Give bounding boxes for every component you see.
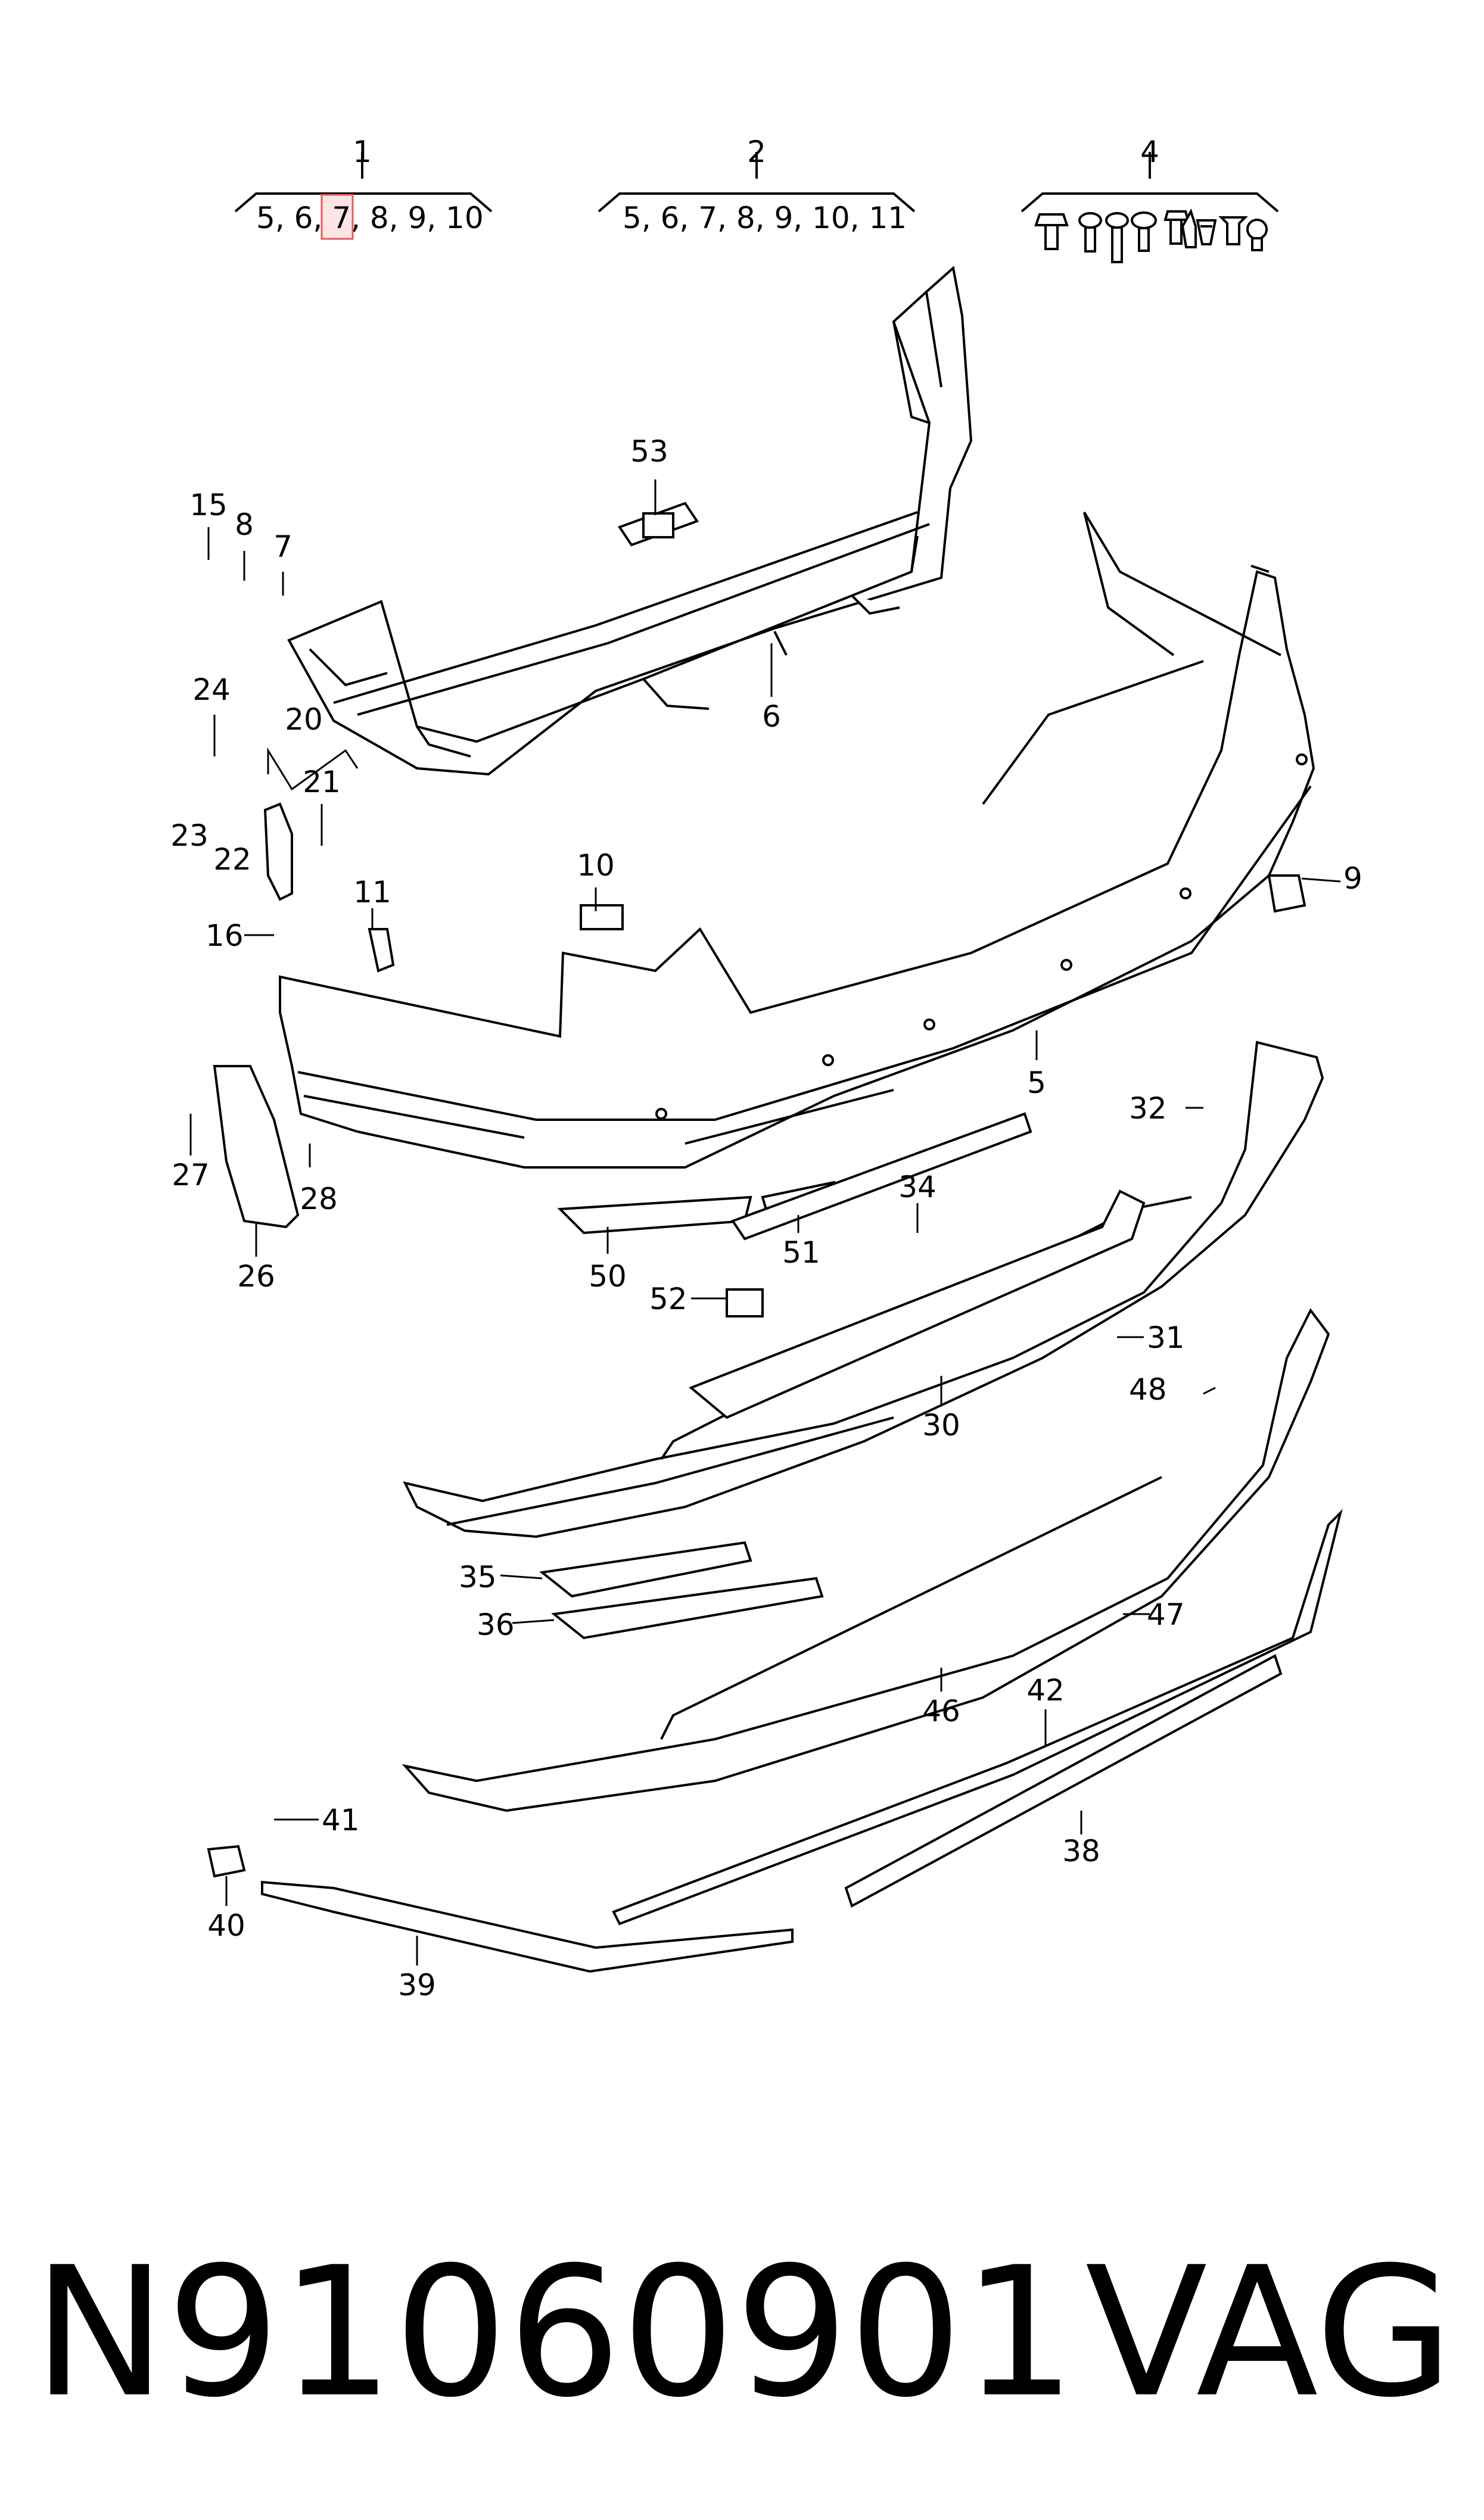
callout-32: 32	[1129, 1091, 1167, 1126]
side-brackets-drawing	[207, 802, 1306, 1878]
callout-34: 34	[898, 1170, 937, 1204]
callout-21: 21	[303, 765, 341, 799]
callout-31: 31	[1147, 1320, 1185, 1355]
callout-11: 11	[353, 875, 391, 909]
part-number: N91060901	[33, 2229, 1076, 2437]
callout-8: 8	[235, 507, 254, 542]
callout-40: 40	[207, 1908, 245, 1943]
callout-42: 42	[1026, 1673, 1065, 1708]
group-1-items: 5, 6, 7, 8, 9, 10	[256, 201, 484, 235]
callout-51: 51	[782, 1235, 820, 1270]
leader-lines	[189, 479, 1341, 1965]
diffuser-upper-drawing	[403, 1041, 1324, 1538]
callout-41: 41	[322, 1803, 360, 1837]
diffuser-lower-drawing	[402, 1308, 1330, 1812]
callout-27: 27	[172, 1158, 210, 1192]
callout-48: 48	[1129, 1372, 1167, 1407]
rivet-icon	[1181, 208, 1197, 248]
trim-strips-drawing	[261, 1509, 1343, 1973]
callout-47: 47	[1147, 1597, 1185, 1632]
tree-clip-icon	[1218, 216, 1248, 245]
callout-39: 39	[398, 1968, 436, 2002]
flange-bolt-icon	[1034, 213, 1069, 250]
callout-10: 10	[577, 848, 615, 883]
callout-26: 26	[237, 1259, 275, 1294]
callout-16: 16	[206, 918, 244, 953]
callout-50: 50	[589, 1259, 627, 1294]
highlight-box	[321, 194, 354, 240]
callout-30: 30	[922, 1408, 960, 1443]
group-4-title: 4	[1140, 135, 1159, 169]
nut-clip-icon	[1246, 219, 1268, 251]
callout-28: 28	[300, 1182, 338, 1216]
callout-35: 35	[459, 1560, 497, 1594]
clip-icon	[1196, 219, 1217, 245]
group-header-4	[1021, 152, 1279, 213]
group-header-1	[234, 152, 493, 213]
fastener-set-icons	[1034, 208, 1268, 263]
group-header-2	[598, 152, 916, 213]
impact-bar-drawing	[287, 266, 973, 776]
callout-20: 20	[285, 702, 323, 737]
callout-36: 36	[477, 1608, 515, 1642]
bumper-cover-drawing	[279, 511, 1315, 1169]
long-screw-icon	[1105, 212, 1129, 263]
brand-name: VAG	[1085, 2229, 1454, 2437]
callout-46: 46	[922, 1694, 960, 1728]
group-2-items: 5, 6, 7, 8, 9, 10, 11	[623, 201, 907, 235]
radar-bracket-drawing	[617, 501, 699, 547]
callout-15: 15	[189, 488, 228, 522]
callout-52: 52	[649, 1282, 687, 1316]
callout-38: 38	[1062, 1834, 1100, 1868]
callout-23: 23	[170, 818, 209, 853]
diffuser-plate-drawing	[689, 1112, 1146, 1419]
callout-9: 9	[1343, 861, 1362, 896]
group-2-title: 2	[747, 135, 766, 169]
callout-5: 5	[1027, 1066, 1046, 1100]
callout-22: 22	[213, 842, 251, 877]
torx-screw-icon	[1078, 212, 1102, 253]
group-1-title: 1	[353, 135, 372, 169]
callout-53: 53	[630, 434, 668, 469]
callout-24: 24	[192, 672, 231, 707]
pan-screw-icon	[1131, 211, 1157, 252]
highlighted-item: 7	[332, 201, 351, 235]
callout-7: 7	[273, 529, 293, 564]
callout-6: 6	[762, 699, 781, 734]
